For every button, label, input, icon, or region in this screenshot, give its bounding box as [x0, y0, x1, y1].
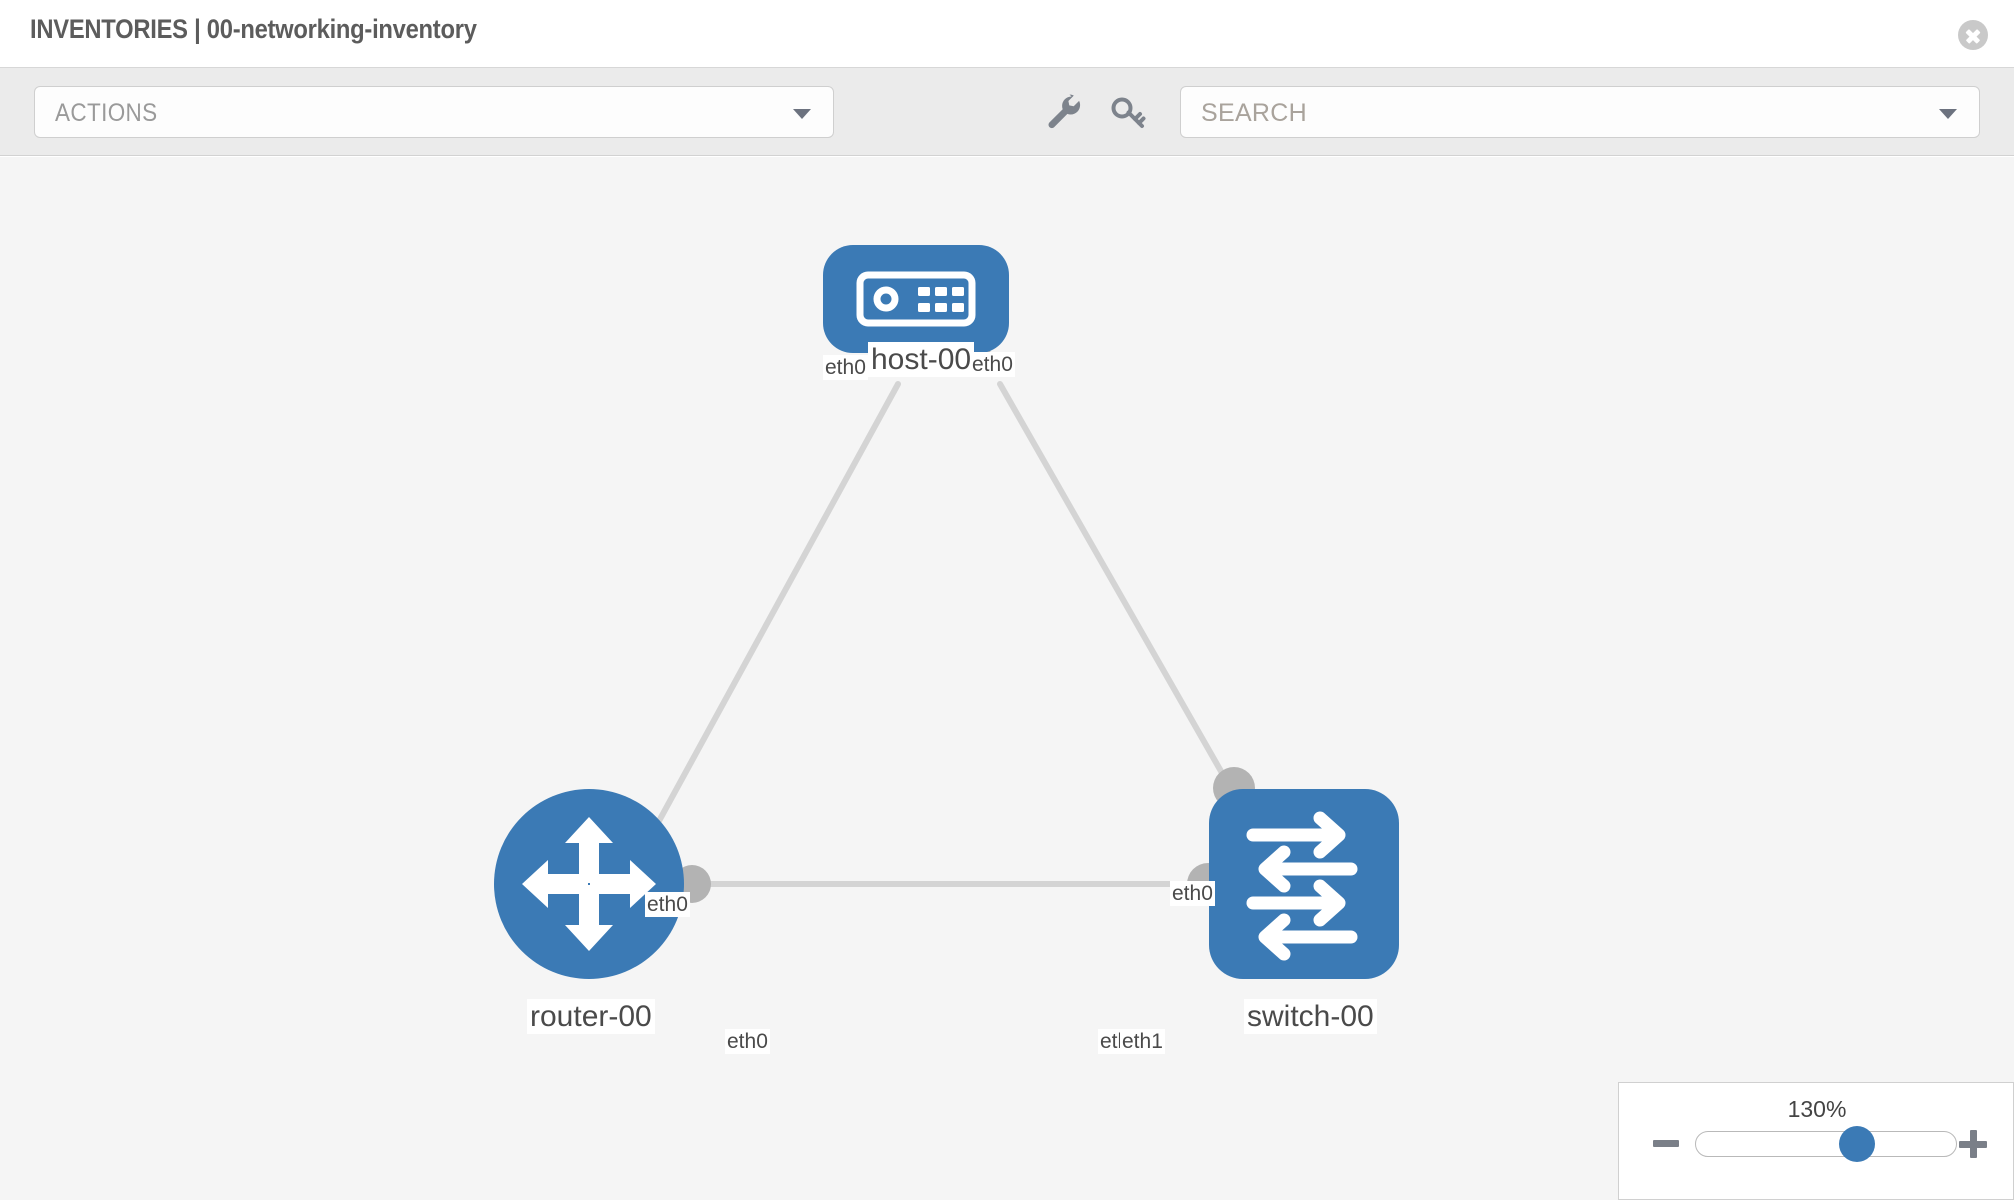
edge-label-switch-left-eth1: eth1	[1120, 1029, 1165, 1055]
zoom-slider-handle[interactable]	[1839, 1126, 1876, 1162]
node-router-00	[494, 789, 684, 979]
search-placeholder: SEARCH	[1201, 99, 1307, 127]
close-icon[interactable]	[1958, 20, 1988, 50]
node-switch-00	[1209, 789, 1399, 979]
zoom-slider-track[interactable]	[1695, 1126, 1957, 1162]
page-title: INVENTORIES | 00-networking-inventory	[30, 14, 477, 44]
edge-host-switch	[997, 381, 1233, 790]
zoom-out-button[interactable]	[1653, 1140, 1679, 1147]
zoom-control-panel: 130%	[1618, 1082, 2014, 1200]
actions-dropdown[interactable]: ACTIONS	[34, 86, 834, 138]
zoom-level-value: 130%	[1787, 1096, 1847, 1122]
node-label-host-00: host-00	[868, 342, 975, 377]
edge-group	[627, 381, 1233, 887]
port-group	[673, 328, 1255, 905]
actions-dropdown-label: ACTIONS	[55, 99, 158, 127]
edge-label-switch-up-eth0: eth0	[1170, 881, 1215, 907]
edge-label-router-up-eth0: eth0	[645, 892, 690, 918]
edge-label-host-left-eth0: eth0	[823, 355, 868, 381]
node-label-switch-00: switch-00	[1244, 999, 1377, 1034]
search-input[interactable]: SEARCH	[1180, 86, 1980, 138]
node-host-00	[823, 245, 1009, 353]
node-label-router-00: router-00	[527, 999, 655, 1034]
chevron-down-icon	[793, 109, 811, 119]
page-header: INVENTORIES | 00-networking-inventory	[0, 0, 2014, 68]
topology-graph	[494, 245, 1399, 979]
chevron-down-icon	[1939, 109, 1957, 119]
topology-canvas[interactable]: eth0 host-00 eth0 eth0 eth0 eth0 eth eth…	[0, 157, 2014, 1200]
edge-host-router	[627, 381, 901, 877]
zoom-in-button[interactable]	[1959, 1130, 1987, 1158]
wrench-icon[interactable]	[1038, 88, 1086, 136]
key-icon[interactable]	[1104, 88, 1152, 136]
edge-label-router-right-eth0: eth0	[725, 1029, 770, 1055]
toolbar: ACTIONS SEARCH	[0, 68, 2014, 156]
edge-label-host-right-eth0: eth0	[970, 352, 1015, 378]
